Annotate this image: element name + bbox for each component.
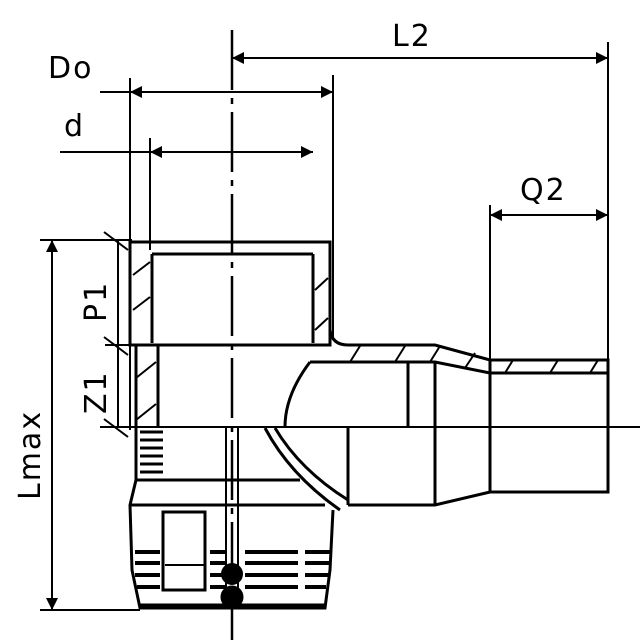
label-Z1: Z1 bbox=[79, 370, 114, 414]
electrofusion-body bbox=[128, 427, 335, 610]
extension-lines bbox=[40, 42, 609, 611]
branch-outlet bbox=[263, 329, 610, 512]
label-L2: L2 bbox=[392, 19, 432, 54]
label-Lmax: Lmax bbox=[13, 410, 48, 500]
indicator-window bbox=[161, 510, 207, 592]
label-Do: Do bbox=[48, 51, 93, 86]
label-P1: P1 bbox=[79, 281, 114, 322]
socket bbox=[128, 240, 332, 427]
label-Q2: Q2 bbox=[520, 173, 567, 208]
label-d: d bbox=[64, 109, 85, 144]
terminal-pin bbox=[221, 563, 243, 585]
